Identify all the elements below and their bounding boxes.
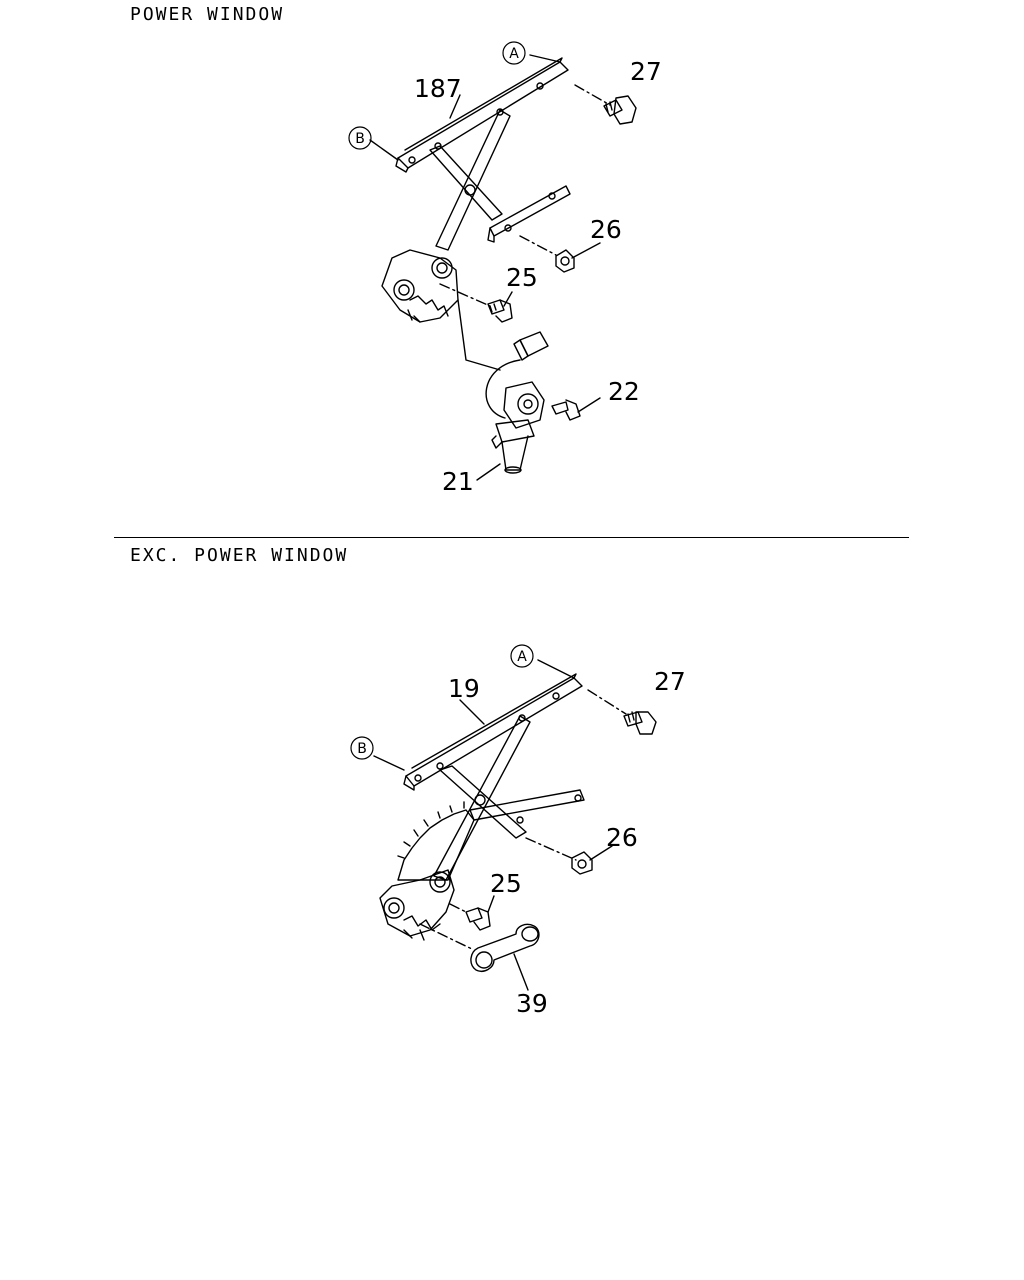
window-motor-21	[491, 381, 545, 474]
manual-lower-guide-rail	[469, 789, 585, 824]
manual-window-callouts	[350, 644, 534, 760]
manual-bolt-27	[623, 711, 657, 735]
manual-regulator-arms	[433, 715, 531, 881]
power-window-assembly: A B 187 27 26 25 22 21	[348, 41, 662, 496]
nut-26	[555, 249, 575, 273]
screw-22	[551, 399, 581, 421]
section-title-power-window: POWER WINDOW	[130, 4, 285, 25]
window-handle-39	[470, 923, 540, 972]
callout-circle-a	[502, 41, 526, 65]
regulator-gear-plate	[381, 249, 459, 323]
callout-21: 21	[442, 467, 474, 496]
callout-circle-b	[348, 126, 372, 150]
manual-base-plate	[379, 869, 455, 941]
regulator-rail-19	[403, 673, 583, 791]
callout-b: B	[355, 131, 365, 147]
regulator-arms	[429, 109, 511, 251]
manual-callout-39: 39	[516, 989, 548, 1018]
manual-bolt-25	[465, 907, 491, 931]
motor-connector	[513, 331, 549, 361]
manual-window-leader-lines	[373, 659, 627, 991]
bolt-27	[603, 95, 637, 125]
callout-187: 187	[414, 74, 462, 103]
manual-window-assembly: A B 19 27 26 25 39	[350, 644, 686, 1018]
callout-26: 26	[590, 215, 622, 244]
manual-callout-26: 26	[606, 823, 638, 852]
power-window-callouts	[348, 41, 526, 150]
callout-a: A	[509, 46, 519, 62]
manual-callout-circle-a	[510, 644, 534, 668]
manual-callout-25: 25	[490, 869, 522, 898]
lower-guide-rail	[487, 185, 571, 243]
callout-22: 22	[608, 377, 640, 406]
sector-gear	[397, 801, 475, 881]
manual-callout-a: A	[517, 649, 527, 665]
manual-callout-27: 27	[654, 667, 686, 696]
bolt-25	[487, 299, 513, 323]
manual-callout-19: 19	[448, 674, 480, 703]
section-divider	[114, 537, 909, 538]
callout-27: 27	[630, 57, 662, 86]
regulator-rail-187	[395, 57, 569, 173]
manual-callout-circle-b	[350, 736, 374, 760]
callout-25: 25	[506, 263, 538, 292]
section-title-exc-power-window: EXC. POWER WINDOW	[130, 545, 349, 566]
manual-nut-26	[571, 851, 593, 875]
power-window-leader-lines	[369, 54, 611, 481]
manual-callout-b: B	[357, 741, 367, 757]
